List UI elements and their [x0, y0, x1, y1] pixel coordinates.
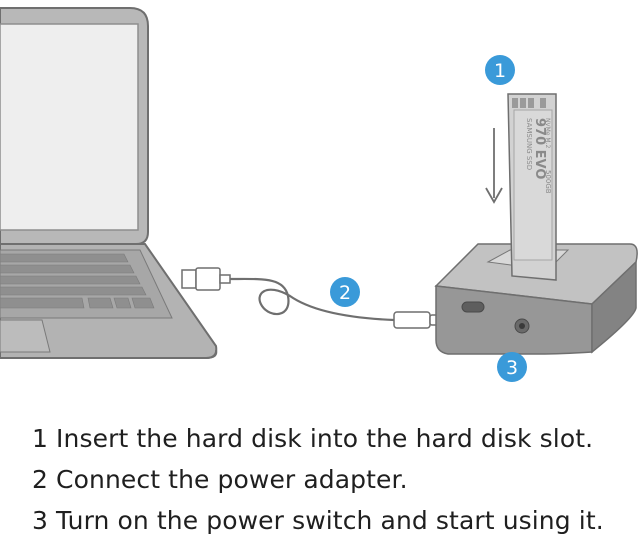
ssd-brand-label: SAMSUNG SSD [525, 118, 533, 170]
instruction-step-2: 2 Connect the power adapter. [32, 465, 408, 494]
step-badge-1: 1 [485, 55, 515, 85]
ssd-icon: SAMSUNG SSD 970 EVO NVMe M.2 500GB [507, 93, 557, 281]
step-badge-2: 2 [330, 277, 360, 307]
insert-arrow-icon [485, 128, 503, 204]
instruction-step-3: 3 Turn on the power switch and start usi… [32, 506, 604, 535]
ssd-detail-label: NVMe M.2 [544, 118, 551, 148]
step-badge-2-number: 2 [339, 282, 351, 304]
illustration: SAMSUNG SSD 970 EVO NVMe M.2 500GB 1 2 3 [0, 7, 638, 382]
step-badge-3-number: 3 [506, 357, 518, 379]
step-badge-1-number: 1 [494, 60, 506, 82]
laptop-icon [0, 7, 218, 359]
cable [229, 277, 395, 322]
instruction-step-1: 1 Insert the hard disk into the hard dis… [32, 424, 594, 453]
usb-connector-icon [181, 267, 231, 291]
keyboard [0, 253, 155, 309]
docking-station-icon [434, 243, 638, 355]
ssd-model-label: 970 EVO [532, 118, 547, 179]
step-badge-3: 3 [497, 352, 527, 382]
ssd-capacity-label: 500GB [544, 170, 552, 194]
instructions-list: 1 Insert the hard disk into the hard dis… [32, 418, 604, 541]
usb-c-port [461, 301, 485, 313]
